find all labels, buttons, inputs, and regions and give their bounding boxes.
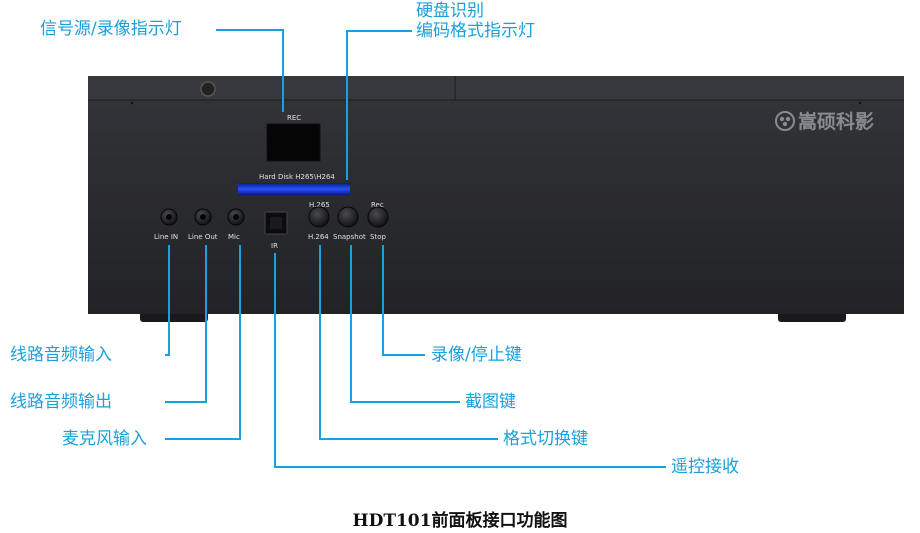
line-in-label: Line IN: [154, 233, 178, 241]
line-out-jack[interactable]: [194, 208, 212, 226]
callout-codec-led: 编码格式指示灯: [416, 21, 535, 41]
line-out-label: Line Out: [188, 233, 218, 241]
callout-line-out: 线路音频输出: [10, 392, 112, 412]
snapshot-label: Snapshot: [333, 233, 366, 241]
callout-signal-rec-led: 信号源/录像指示灯: [40, 19, 182, 39]
h265-label: H.265: [309, 201, 330, 209]
callout-line-in: 线路音频输入: [10, 345, 112, 365]
chassis-top-edge: [88, 76, 904, 100]
figure-caption: HDT101前面板接口功能图: [352, 511, 568, 531]
callout-mic-in: 麦克风输入: [62, 429, 147, 449]
screw-icon: [200, 81, 216, 97]
line-in-jack[interactable]: [160, 208, 178, 226]
chassis-front: [88, 78, 904, 314]
format-switch-button[interactable]: [308, 206, 330, 228]
ir-label: IR: [271, 242, 278, 250]
rec-led-window: [266, 123, 321, 162]
callout-rec-stop-key: 录像/停止键: [431, 345, 522, 365]
callout-hdd-recognition: 硬盘识别: [416, 1, 484, 21]
rec-key-label: Rec: [371, 201, 384, 209]
leader-lines: [165, 29, 666, 468]
h264-label: H.264: [308, 233, 329, 241]
callout-format-switch-key: 格式切换键: [503, 429, 588, 449]
mic-label: Mic: [228, 233, 240, 241]
indicator-led-strip: [238, 183, 350, 195]
mic-jack[interactable]: [227, 208, 245, 226]
brand-logo: 嵩硕科影: [775, 110, 874, 133]
rec-stop-button[interactable]: [367, 206, 389, 228]
stop-label: Stop: [370, 233, 386, 241]
rec-led-label: REC: [287, 114, 301, 122]
callout-ir-receiver: 遥控接收: [671, 457, 739, 477]
svg-text:嵩硕科影: 嵩硕科影: [798, 110, 874, 133]
snapshot-button[interactable]: [337, 206, 359, 228]
indicator-strip-label: Hard Disk H265\H264: [259, 173, 335, 181]
callout-snapshot-key: 截图键: [465, 392, 516, 412]
